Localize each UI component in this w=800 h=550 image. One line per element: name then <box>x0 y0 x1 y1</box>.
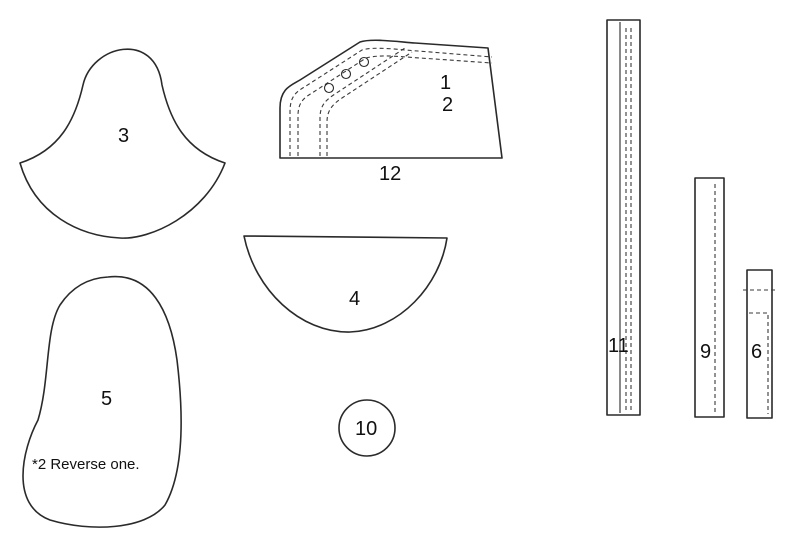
pattern-piece-3: 3 <box>19 48 226 239</box>
piece-12-outline <box>279 39 503 159</box>
piece-3-label: 3 <box>118 125 129 147</box>
pattern-piece-4: 4 <box>243 235 448 333</box>
eyelet-3 <box>358 56 370 68</box>
pattern-piece-11: 11 <box>606 19 641 416</box>
piece-6-stitch-line <box>749 312 769 414</box>
piece-10-outline <box>338 399 396 457</box>
pattern-piece-12: 1 2 12 <box>279 39 503 185</box>
piece-1-label: 1 <box>440 72 451 94</box>
stitch-line-mid <box>297 55 493 156</box>
piece-6-outline <box>746 269 773 419</box>
piece-9-outline <box>694 177 725 418</box>
piece-11-outline <box>606 19 641 416</box>
pattern-piece-10: 10 <box>338 399 396 457</box>
piece-12-label: 12 <box>379 163 401 185</box>
pattern-piece-6: 6 <box>743 269 776 419</box>
piece-6-label: 6 <box>751 341 762 363</box>
piece-4-outline <box>243 235 448 333</box>
stitch-line-inner-a <box>319 47 406 156</box>
pattern-piece-9: 9 <box>694 177 725 418</box>
piece-5-outline <box>22 275 182 528</box>
reverse-note: *2 Reverse one. <box>32 456 140 473</box>
pattern-piece-5: 5 *2 Reverse one. <box>22 275 182 528</box>
eyelet-2 <box>340 68 352 80</box>
piece-2-label: 2 <box>442 94 453 116</box>
piece-9-label: 9 <box>700 341 711 363</box>
stitch-line-inner-b <box>326 51 413 156</box>
piece-3-outline <box>19 48 226 239</box>
piece-4-label: 4 <box>349 288 360 310</box>
eyelet-1 <box>323 82 335 94</box>
piece-5-label: 5 <box>101 388 112 410</box>
piece-11-label: 11 <box>608 335 629 357</box>
piece-10-label: 10 <box>355 418 377 440</box>
